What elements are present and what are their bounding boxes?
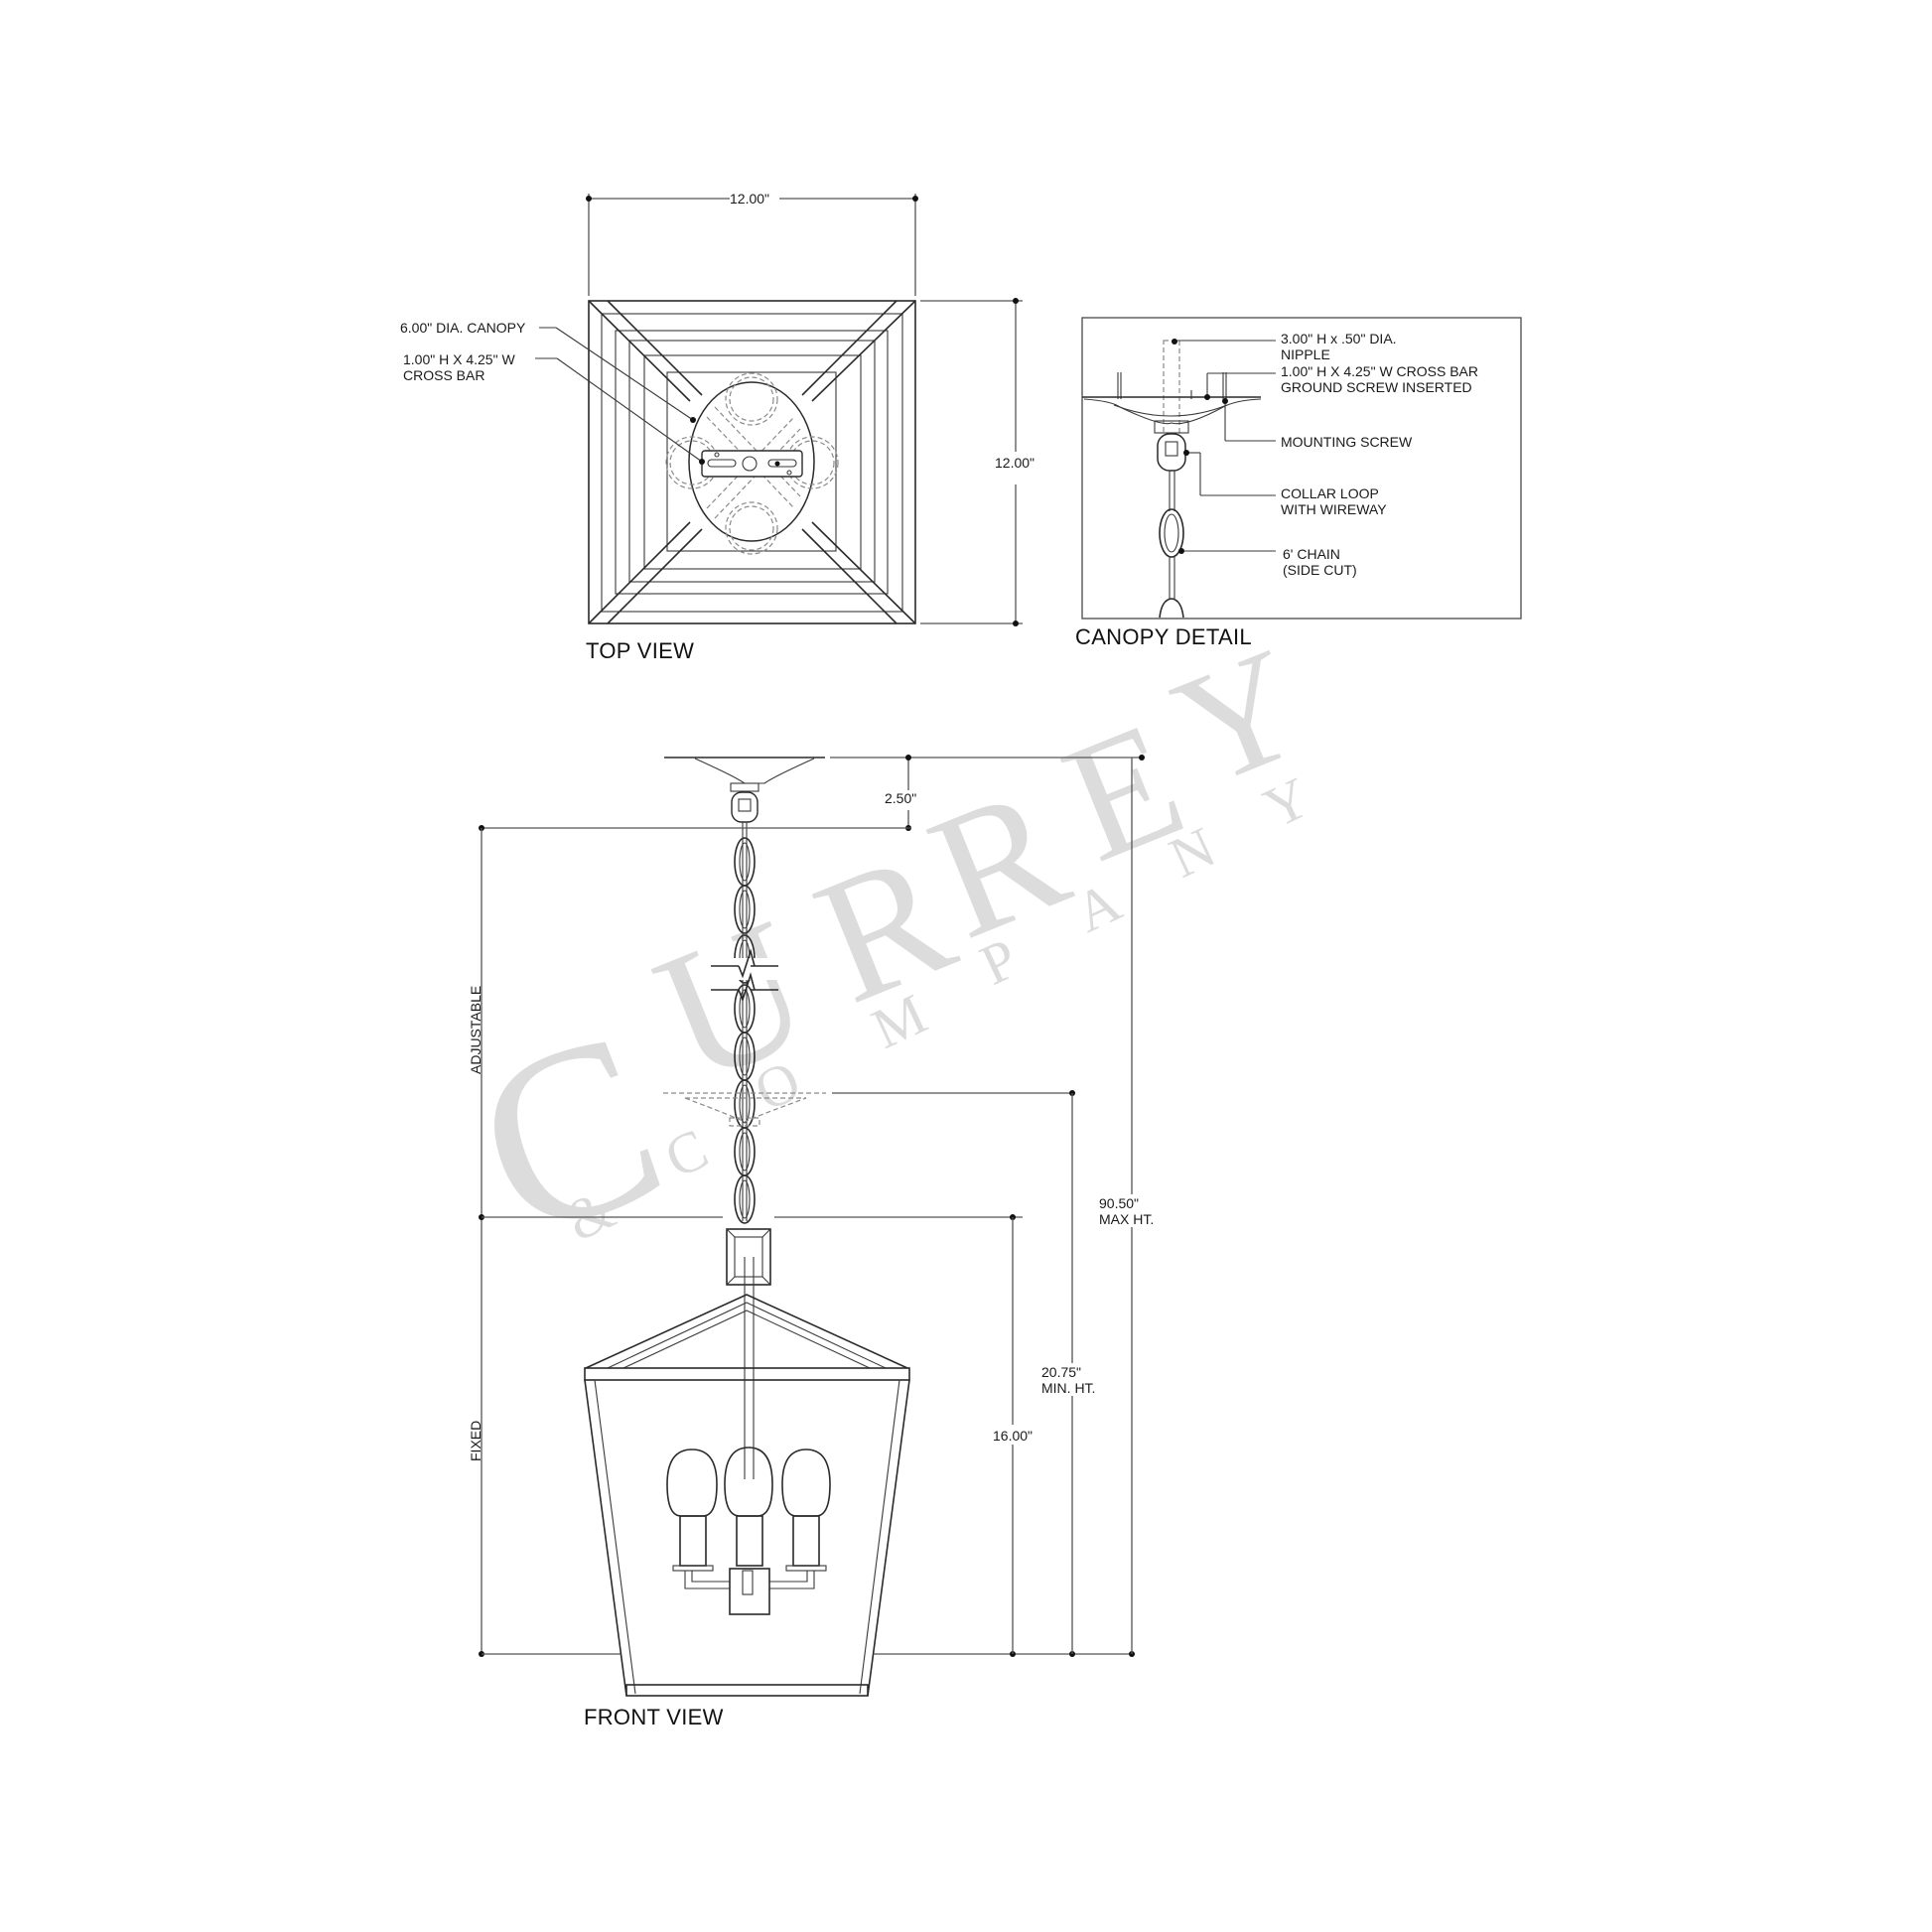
- top-view-height-dimension: 12.00": [995, 455, 1035, 471]
- canopy-detail-title: CANOPY DETAIL: [1075, 624, 1252, 649]
- adjustable-label: ADJUSTABLE: [468, 985, 483, 1074]
- bulbs: [666, 1447, 831, 1615]
- min-height-value: 20.75": [1041, 1364, 1082, 1380]
- top-view-width-dimension: 12.00": [730, 191, 770, 207]
- canopy-diameter-callout: 6.00" DIA. CANOPY: [400, 320, 526, 336]
- canopy-detail-drawing: [1081, 317, 1522, 620]
- front-view-drawing: [479, 755, 1145, 1697]
- front-view-title: FRONT VIEW: [584, 1705, 724, 1729]
- collar-loop-callout: COLLAR LOOP WITH WIREWAY: [1281, 485, 1387, 517]
- chain: [711, 822, 778, 1224]
- top-view-title: TOP VIEW: [586, 638, 695, 663]
- top-view-drawing: [535, 194, 1023, 626]
- mounting-screw-callout: MOUNTING SCREW: [1281, 434, 1413, 450]
- max-height-label: MAX HT.: [1099, 1211, 1155, 1227]
- fixed-label: FIXED: [468, 1420, 483, 1461]
- cross-bar-callout: 1.00" H X 4.25" W CROSS BAR: [403, 351, 515, 383]
- canopy-height-dimension: 2.50": [885, 790, 917, 806]
- cross-bar-ground-screw-callout: 1.00" H X 4.25" W CROSS BAR GROUND SCREW…: [1281, 363, 1479, 395]
- min-height-label: MIN. HT.: [1041, 1380, 1096, 1396]
- nipple-callout: 3.00" H x .50" DIA. NIPPLE: [1281, 331, 1397, 362]
- fixed-height-dimension: 16.00": [993, 1428, 1034, 1444]
- chain-callout: 6' CHAIN (SIDE CUT): [1283, 546, 1357, 578]
- max-height-value: 90.50": [1099, 1195, 1140, 1211]
